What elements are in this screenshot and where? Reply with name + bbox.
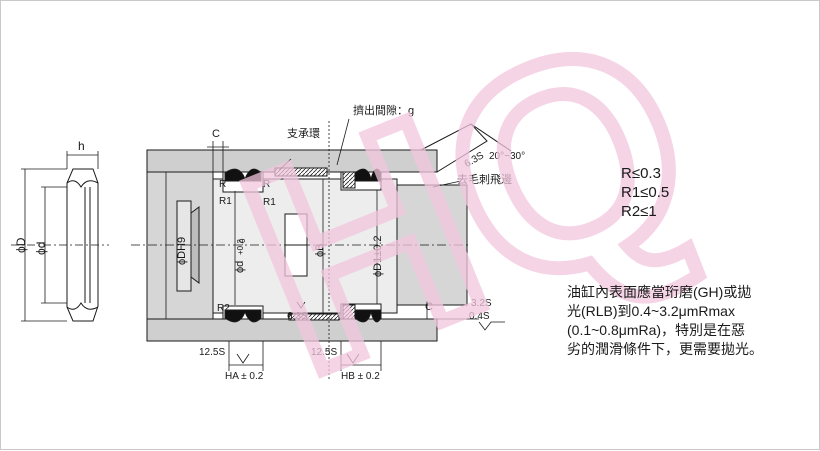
radius-limit-1: R1≤0.5	[621, 184, 670, 201]
label-extrusion-gap: 擠出間隙：g	[353, 103, 414, 117]
chamfer-detail	[420, 123, 512, 173]
dim-h-label: h	[78, 139, 85, 153]
piston-body	[212, 178, 398, 314]
radius-limit-0: R≤0.3	[621, 165, 661, 182]
dim-d-tol-plus: +0.2	[236, 239, 245, 255]
centerlines	[131, 121, 471, 381]
dim-HA: HA ± 0.2	[225, 371, 264, 382]
cylinder-housing	[146, 149, 438, 342]
dim-phiD-label: ϕD	[14, 237, 28, 253]
radius-limits: R≤0.3 R1≤0.5 R2≤1	[621, 164, 669, 221]
dim-phid-piston: ϕd	[234, 261, 246, 273]
dim-HB: HB ± 0.2	[341, 371, 380, 382]
surface-125b: 12.5S	[311, 347, 337, 358]
radius-R2: R2	[217, 303, 230, 314]
dim-phiD1: ϕD1±0.2	[372, 235, 384, 277]
label-support-ring: 支承環	[287, 127, 320, 140]
radius-R1-a: R1	[219, 196, 232, 207]
radius-limit-2: R2≤1	[621, 203, 657, 220]
dim-phiB: ϕB	[314, 244, 326, 258]
surface-125a: 12.5S	[199, 347, 225, 358]
surface-finish-note: 油缸內表面應當珩磨(GH)或拋 光(RLB)到0.4~3.2μmRmax (0.…	[567, 283, 817, 359]
surface-63-bore: 6.3S	[287, 311, 308, 322]
radius-R-a: R	[219, 179, 226, 190]
dim-phiDH9: ϕDH9	[176, 237, 188, 265]
surface-04: 0.4S	[469, 311, 490, 322]
finish-line-2: (0.1~0.8μmRa)，特別是在惡	[567, 322, 746, 338]
dim-C-top: C	[212, 128, 220, 140]
label-angle: 20°~30°	[489, 151, 525, 162]
dim-lines-main	[165, 118, 479, 371]
radius-R1-b: R1	[263, 197, 276, 208]
surface-marks	[236, 301, 505, 364]
groove-left-top	[222, 168, 264, 323]
dim-d-tol-zero: 0	[238, 238, 247, 243]
label-deburr: 去毛刺飛邊	[457, 172, 512, 186]
radius-R-b: R	[263, 179, 270, 190]
dim-phid-label: ϕd	[34, 242, 48, 255]
finish-line-3: 劣的潤滑條件下，更需要拋光。	[567, 341, 763, 357]
groove-right	[340, 168, 382, 323]
finish-line-0: 油缸內表面應當珩磨(GH)或拋	[567, 284, 752, 300]
support-ring-top	[274, 167, 340, 321]
seal-profile-left-dims	[11, 151, 109, 322]
dim-C-right: C	[425, 301, 433, 313]
finish-line-1: 光(RLB)到0.4~3.2μmRmax	[567, 303, 735, 319]
surface-32: 3.2S	[471, 298, 492, 309]
